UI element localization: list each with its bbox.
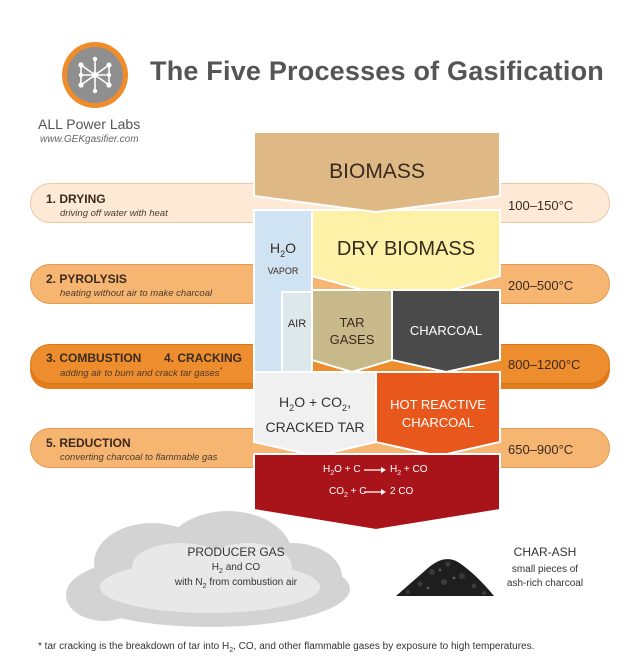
stage-desc-pyrolysis: heating without air to make charcoal: [60, 288, 213, 299]
stage-temp-pyrolysis: 200–500°C: [508, 278, 574, 293]
flow-shape-biomass: [253, 131, 501, 214]
stage-desc-combustion: adding air to burn and crack tar gases*: [60, 367, 223, 380]
char-ash-line3: ash-rich charcoal: [506, 578, 584, 589]
flow-shape-tar-gases: [311, 289, 393, 374]
label-vapor: VAPOR: [267, 266, 299, 276]
reaction-1-lhs: H2O + C: [323, 464, 361, 477]
stage-name-pyrolysis: 2. PYROLYSIS: [46, 272, 127, 286]
brand-website: www.GEKgasifier.com: [40, 134, 139, 145]
network-icon: [67, 47, 123, 103]
reaction-1-rhs: H2 + CO: [390, 464, 428, 477]
label-cracked-tar: H2O + CO2,CRACKED TAR: [265, 394, 365, 435]
flow-shape-charcoal: [391, 289, 501, 374]
stage-name-drying: 1. DRYING: [46, 192, 106, 206]
flow-shape-cracked-tar: [253, 371, 377, 458]
char-ash-pile: [396, 559, 494, 596]
label-dry-biomass: DRY BIOMASS: [336, 238, 476, 260]
flow-shape-hot-reactive-charcoal: [375, 371, 501, 458]
stage-temp-combustion: 800–1200°C: [508, 357, 581, 372]
stage-name-combustion: 3. COMBUSTION: [46, 351, 142, 365]
producer-gas-note: with N2 from combustion air: [174, 577, 298, 590]
footnote-marker: *: [219, 367, 223, 374]
label-charcoal: CHARCOAL: [409, 323, 483, 338]
stage-name-cracking: 4. CRACKING: [164, 351, 243, 365]
label-h2o: H2O: [269, 240, 297, 259]
stage-desc-drying: driving off water with heat: [60, 208, 168, 219]
char-ash-line2: small pieces of: [511, 564, 579, 575]
reaction-arrows: [364, 467, 386, 495]
stage-temp-reduction: 650–900°C: [508, 442, 574, 457]
stage-desc-reduction: converting charcoal to flammable gas: [60, 452, 218, 463]
footnote: * tar cracking is the breakdown of tar i…: [38, 641, 535, 654]
reaction-2-rhs: 2 CO: [390, 486, 414, 497]
producer-gas-cloud: [66, 511, 350, 627]
stage-name-reduction: 5. REDUCTION: [46, 436, 131, 450]
label-biomass: BIOMASS: [329, 160, 425, 183]
label-air: AIR: [287, 318, 307, 330]
producer-gas-composition: H2 and CO: [211, 562, 261, 575]
brand-name: ALL Power Labs: [38, 116, 141, 132]
producer-gas-title: PRODUCER GAS: [187, 545, 285, 559]
page-title: The Five Processes of Gasification: [150, 56, 604, 86]
char-ash-title: CHAR-ASH: [513, 545, 577, 559]
all-power-labs-logo: [62, 42, 128, 108]
reaction-2-lhs: CO2 + C: [329, 486, 367, 499]
stage-temp-drying: 100–150°C: [508, 198, 574, 213]
flow-shape-air: [281, 291, 313, 373]
